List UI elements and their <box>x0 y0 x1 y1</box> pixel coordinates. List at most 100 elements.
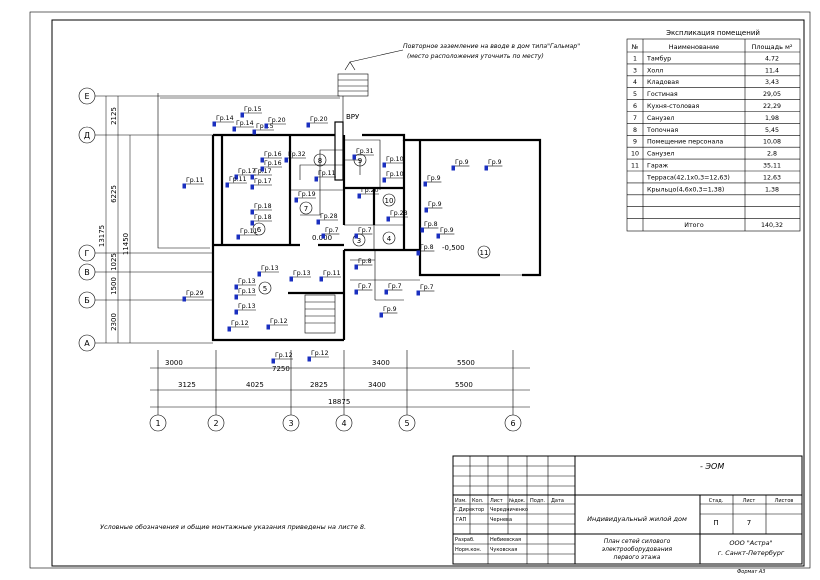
org-name: ООО "Астра" <box>729 539 772 547</box>
socket-symbol <box>250 220 254 226</box>
circuit-label: Гр.7 <box>420 284 434 291</box>
table-cell-name: Кладовая <box>647 79 679 86</box>
socket-symbol <box>294 197 298 203</box>
porch <box>337 73 369 97</box>
socket-symbol <box>257 271 261 277</box>
circuit-label: Гр.10 <box>386 171 404 178</box>
table-header-name: Наименование <box>669 43 720 51</box>
sheet-title-1: План сетей силового <box>604 538 671 545</box>
dim-left-3: 1025 <box>110 253 118 271</box>
legend-note: Условные обозначения и общие монтажные у… <box>100 523 366 531</box>
outer-frame <box>29 11 811 569</box>
table-cell-area: 35,11 <box>763 163 781 170</box>
socket-symbol <box>232 126 236 132</box>
table-cell-area: 12,63 <box>763 174 781 181</box>
socket-symbol <box>436 233 440 239</box>
socket-symbol <box>354 233 358 239</box>
dim-total: 18875 <box>328 398 350 406</box>
room-7: 7 <box>304 205 308 213</box>
role-4: Разраб. <box>455 537 475 543</box>
circuit-label: Гр.15 <box>244 106 262 113</box>
axis-e-label: Е <box>84 92 89 101</box>
table-cell-no: 8 <box>633 127 637 134</box>
axis-5-marker <box>398 414 416 432</box>
socket-symbol <box>234 174 238 180</box>
circuit-label: Гр.8 <box>420 244 434 251</box>
table-cell-area: 1,38 <box>765 186 779 193</box>
circuit-label: Гр.20 <box>361 187 379 194</box>
circuit-label: Гр.9 <box>427 175 441 182</box>
circuit-label: Гр.9 <box>455 159 469 166</box>
table-cell-no: 3 <box>633 67 637 74</box>
format-label: Формат А3 <box>737 569 765 575</box>
table-header-no: № <box>631 43 639 51</box>
socket-symbol <box>314 176 318 182</box>
person-5: Чуковская <box>490 547 517 553</box>
socket-symbol <box>423 181 427 187</box>
circuit-label: Гр.7 <box>325 227 339 234</box>
circuit-label: Гр.11 <box>323 270 341 277</box>
axis-1-label: 1 <box>155 419 160 428</box>
dim-left-2: 6225 <box>110 185 118 203</box>
socket-symbol <box>252 129 256 135</box>
table-cell-area: 1,98 <box>765 115 779 122</box>
table-cell-no: 4 <box>633 79 637 86</box>
circuit-label: Гр.11 <box>318 170 336 177</box>
circuit-label: Гр.18 <box>254 203 272 210</box>
table-cell-name: Топочная <box>646 127 678 134</box>
socket-symbol <box>354 289 358 295</box>
stage-value: П <box>713 519 718 527</box>
rev-date: Дата <box>551 498 564 504</box>
grounding-note: Повторное заземление на вводе в дом типа… <box>403 43 580 50</box>
table-cell-no: 1 <box>633 55 637 62</box>
table-title: Экспликация помещений <box>666 29 760 37</box>
room-4: 4 <box>387 235 392 243</box>
axis-4-label: 4 <box>341 419 346 428</box>
table-cell-no: 6 <box>633 103 637 110</box>
rev-kol: Кол. <box>472 498 484 504</box>
socket-symbol <box>260 166 264 172</box>
socket-symbol <box>227 326 231 332</box>
grounding-symbol <box>344 61 356 71</box>
socket-symbol <box>420 227 424 233</box>
circuit-label: Гр.19 <box>298 191 316 198</box>
rev-list: Лист <box>490 498 503 504</box>
axis-grid <box>95 95 514 415</box>
axis-v-label: В <box>84 268 90 277</box>
table-cell-name: Санузел <box>647 151 674 158</box>
table-cell-name: Гостиная <box>647 91 678 98</box>
table-cell-name: Тамбур <box>646 54 671 62</box>
dim-b2-3: 2825 <box>310 381 328 389</box>
circuit-label: Гр.17 <box>254 178 272 185</box>
socket-symbol <box>451 165 455 171</box>
socket-symbol <box>416 290 420 296</box>
circuit-label: Гр.8 <box>424 221 438 228</box>
axis-6-label: 6 <box>510 419 515 428</box>
dim-b2-5: 5500 <box>455 381 473 389</box>
room-3: 3 <box>357 237 361 245</box>
dim-left-total-1: 13175 <box>98 225 106 247</box>
circuit-label: Гр.18 <box>254 214 272 221</box>
circuit-label: Гр.13 <box>238 278 256 285</box>
org-city: г. Санкт-Петербург <box>718 549 785 557</box>
table-cell-name: Холл <box>647 67 663 74</box>
stairs <box>304 294 336 334</box>
dim-b1-2: 7250 <box>272 365 290 373</box>
table-cell-area: 10,08 <box>763 139 781 146</box>
wall-west <box>211 135 344 342</box>
circuit-label: Гр.7 <box>358 227 372 234</box>
table-header-area: Площадь м² <box>751 43 792 51</box>
table-cell-no: 10 <box>631 151 639 158</box>
table-cell-area: 22,29 <box>763 103 781 110</box>
rev-izm: Изм. <box>455 498 467 504</box>
circuit-label: Гр.9 <box>488 159 502 166</box>
table-cell-name: Крыльцо(4,6х0,3=1,38) <box>647 186 724 193</box>
rev-doc: №док. <box>509 498 526 504</box>
grounding-leader <box>349 49 404 63</box>
circuit-label: Гр.11 <box>240 228 258 235</box>
dim-b2-4: 3400 <box>368 381 386 389</box>
circuit-label: Гр.16 <box>264 160 282 167</box>
circuit-label: Гр.29 <box>186 290 204 297</box>
table-cell-name: Санузел <box>647 115 674 122</box>
dim-left-total-2: 11450 <box>122 233 130 255</box>
